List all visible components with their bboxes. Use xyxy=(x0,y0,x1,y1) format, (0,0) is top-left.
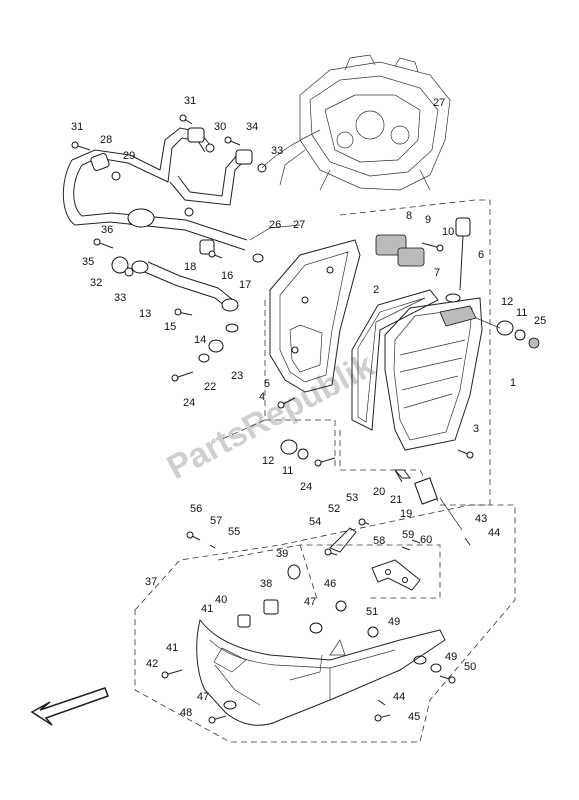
part-callout-label: 14 xyxy=(194,334,206,346)
part-callout-label: 5 xyxy=(264,378,270,390)
part-callout-label: 3 xyxy=(473,423,479,435)
part-callout-label: 12 xyxy=(262,455,274,467)
part-callout-label: 6 xyxy=(478,249,484,261)
part-callout-label: 26 xyxy=(269,219,281,231)
part-callout-label: 27 xyxy=(433,97,445,109)
under-cover xyxy=(196,618,446,726)
part-callout-label: 17 xyxy=(239,279,251,291)
part-callout-label: 4 xyxy=(259,391,265,403)
part-callout-label: 31 xyxy=(71,121,83,133)
part-callout-label: 27 xyxy=(293,219,305,231)
part-callout-label: 48 xyxy=(180,707,192,719)
part-callout-label: 15 xyxy=(164,321,176,333)
part-callout-label: 22 xyxy=(204,381,216,393)
part-callout-label: 51 xyxy=(366,606,378,618)
part-callout-label: 49 xyxy=(388,616,400,628)
part-callout-label: 36 xyxy=(101,224,113,236)
part-callout-label: 29 xyxy=(123,150,135,162)
group-box-lower xyxy=(134,504,516,743)
part-callout-label: 56 xyxy=(190,503,202,515)
part-callout-label: 31 xyxy=(184,95,196,107)
part-callout-label: 16 xyxy=(221,270,233,282)
gasket xyxy=(351,289,439,431)
part-callout-label: 8 xyxy=(406,210,412,222)
part-callout-label: 19 xyxy=(400,508,412,520)
part-callout-label: 12 xyxy=(501,296,513,308)
cover-small-parts xyxy=(375,217,540,349)
pipe-flanges xyxy=(90,127,267,363)
part-callout-label: 53 xyxy=(346,492,358,504)
brackets xyxy=(223,527,442,710)
part-callout-label: 43 xyxy=(475,513,487,525)
part-callout-label: 47 xyxy=(304,596,316,608)
part-callout-label: 40 xyxy=(215,594,227,606)
bolts xyxy=(71,114,474,724)
part-callout-label: 35 xyxy=(82,256,94,268)
group-box-inner xyxy=(219,300,336,470)
part-callout-label: 28 xyxy=(100,134,112,146)
part-callout-label: 21 xyxy=(390,494,402,506)
part-callout-label: 49 xyxy=(445,651,457,663)
part-callout-label: 23 xyxy=(231,370,243,382)
part-callout-label: 7 xyxy=(434,267,440,279)
part-callout-label: 42 xyxy=(146,658,158,670)
part-callout-label: 46 xyxy=(324,578,336,590)
part-callout-label: 10 xyxy=(442,226,454,238)
part-callout-label: 11 xyxy=(282,465,293,477)
part-callout-label: 50 xyxy=(464,661,476,673)
pipe-assembly xyxy=(62,127,248,312)
part-callout-label: 33 xyxy=(271,145,283,157)
part-callout-label: 24 xyxy=(300,481,312,493)
part-callout-label: 24 xyxy=(183,397,195,409)
direction-arrow xyxy=(30,687,109,726)
part-callout-label: 32 xyxy=(90,277,102,289)
part-callout-label: 9 xyxy=(425,214,431,226)
part-callout-label: 34 xyxy=(246,121,258,133)
part-callout-label: 25 xyxy=(534,315,546,327)
part-callout-label: 13 xyxy=(139,308,151,320)
part-callout-label: 1 xyxy=(510,377,516,389)
part-callout-label: 44 xyxy=(393,691,405,703)
lower-small-parts xyxy=(280,439,463,531)
part-callout-label: 44 xyxy=(488,527,500,539)
group-box-cover xyxy=(339,199,491,506)
part-callout-label: 39 xyxy=(276,548,288,560)
inner-cover xyxy=(269,239,361,393)
part-callout-label: 54 xyxy=(309,516,321,528)
part-callout-label: 41 xyxy=(201,603,213,615)
part-callout-label: 60 xyxy=(420,534,432,546)
part-callout-label: 41 xyxy=(166,642,178,654)
part-callout-label: 18 xyxy=(184,261,196,273)
part-callout-label: 33 xyxy=(114,292,126,304)
part-callout-label: 55 xyxy=(228,526,240,538)
part-callout-label: 58 xyxy=(373,535,385,547)
part-callout-label: 11 xyxy=(516,307,527,319)
engine-block xyxy=(279,54,451,191)
part-callout-label: 30 xyxy=(214,121,226,133)
part-callout-label: 47 xyxy=(197,691,209,703)
part-callout-label: 38 xyxy=(260,578,272,590)
part-callout-label: 37 xyxy=(145,576,157,588)
side-cover xyxy=(384,297,483,451)
part-callout-label: 59 xyxy=(402,529,414,541)
part-callout-label: 57 xyxy=(210,515,222,527)
part-callout-label: 52 xyxy=(328,503,340,515)
part-callout-label: 20 xyxy=(373,486,385,498)
group-box-brackets xyxy=(217,544,441,603)
part-callout-label: 45 xyxy=(408,711,420,723)
part-callout-label: 2 xyxy=(373,284,379,296)
